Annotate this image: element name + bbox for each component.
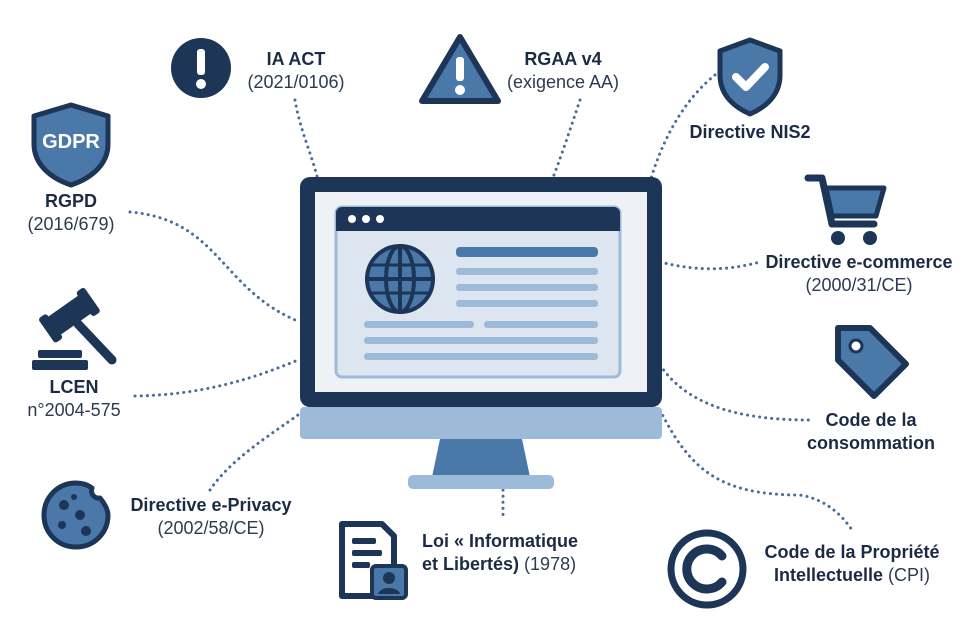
rgaa-ref: (exigence AA) bbox=[506, 72, 620, 92]
rgpd-title: RGPD bbox=[44, 191, 97, 211]
cpi-title-line1: Code de la Propriété bbox=[764, 542, 940, 562]
ecommerce-ref: (2000/31/CE) bbox=[805, 275, 913, 295]
eprivacy-title: Directive e-Privacy bbox=[130, 495, 292, 515]
exclamation-circle-icon bbox=[171, 38, 231, 98]
node-lcen: LCEN n°2004-575 bbox=[14, 376, 134, 422]
connector-ecommerce bbox=[658, 260, 762, 271]
consommation-title-line2: consommation bbox=[806, 433, 935, 453]
informatique-ref: (1978) bbox=[524, 554, 577, 574]
connector-nis2 bbox=[648, 73, 717, 184]
node-ia-act: IA ACT (2021/0106) bbox=[238, 48, 354, 94]
shield-check-icon bbox=[717, 37, 783, 117]
ecommerce-title: Directive e-commerce bbox=[765, 252, 953, 272]
connector-lcen bbox=[133, 358, 300, 398]
connector-ia-act bbox=[293, 98, 320, 182]
node-eprivacy: Directive e-Privacy (2002/58/CE) bbox=[118, 494, 304, 540]
connector-consommation bbox=[658, 363, 812, 422]
warning-triangle-icon bbox=[419, 34, 501, 104]
document-id-icon bbox=[339, 521, 408, 600]
lcen-title: LCEN bbox=[49, 377, 99, 397]
rgaa-title: RGAA v4 bbox=[524, 49, 602, 69]
ia-act-ref: (2021/0106) bbox=[247, 72, 345, 92]
shopping-cart-icon bbox=[804, 174, 887, 245]
computer-monitor-with-webpage-icon bbox=[300, 177, 662, 489]
cpi-title-line2: Intellectuelle bbox=[773, 565, 884, 585]
node-rgaa: RGAA v4 (exigence AA) bbox=[498, 48, 628, 94]
node-rgpd: RGPD (2016/679) bbox=[18, 190, 124, 236]
node-consommation: Code de la consommation bbox=[796, 409, 946, 455]
cpi-ref: (CPI) bbox=[888, 565, 931, 585]
gdpr-shield-icon: GDPR bbox=[31, 102, 111, 188]
connector-rgaa bbox=[550, 98, 582, 182]
node-nis2: Directive NIS2 bbox=[677, 121, 823, 144]
node-ecommerce: Directive e-commerce (2000/31/CE) bbox=[752, 251, 966, 297]
connector-eprivacy bbox=[208, 413, 300, 492]
lcen-ref: n°2004-575 bbox=[27, 400, 121, 420]
gavel-icon bbox=[32, 288, 117, 370]
eprivacy-ref: (2002/58/CE) bbox=[157, 518, 265, 538]
ia-act-title: IA ACT bbox=[266, 49, 326, 69]
informatique-title-line2: et Libertés) bbox=[422, 554, 520, 574]
price-tag-icon bbox=[835, 325, 909, 399]
nis2-title: Directive NIS2 bbox=[689, 122, 811, 142]
rgpd-ref: (2016/679) bbox=[27, 214, 115, 234]
gdpr-badge-text: GDPR bbox=[42, 131, 100, 153]
cookie-icon bbox=[41, 480, 111, 550]
node-cpi: Code de la Propriété Intellectuelle (CPI… bbox=[752, 541, 952, 587]
consommation-title-line1: Code de la bbox=[825, 410, 917, 430]
informatique-title-line1: Loi « Informatique bbox=[422, 531, 579, 551]
connector-cpi bbox=[658, 408, 854, 532]
copyright-icon bbox=[667, 529, 747, 609]
connector-rgpd bbox=[128, 210, 302, 324]
node-informatique: Loi « Informatique et Libertés) (1978) bbox=[422, 530, 622, 576]
